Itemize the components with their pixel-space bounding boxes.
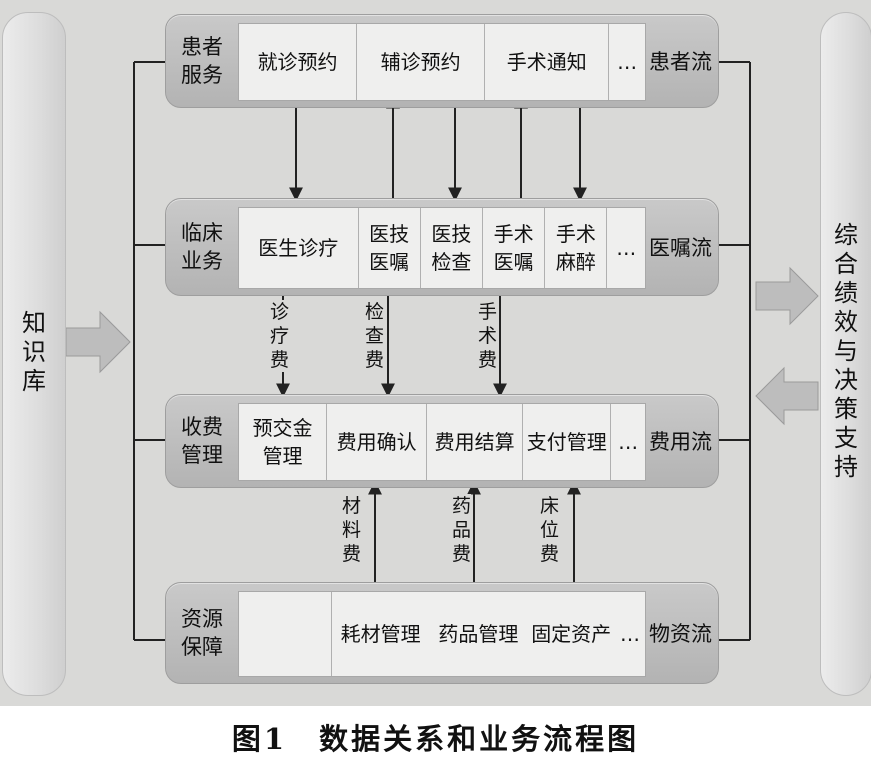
fee-label-diagnosis: 诊疗费 <box>270 300 290 372</box>
row-cells: 医生诊疗 医技医嘱 医技检查 手术医嘱 手术麻醉 … <box>238 207 646 289</box>
cell-payment-mgmt: 支付管理 <box>523 404 612 480</box>
row-patient-service: 患者 服务 就诊预约 辅诊预约 手术通知 … 患者流 <box>165 14 719 108</box>
fee-label-surgery: 手术费 <box>478 300 498 372</box>
row-label: 收费 管理 <box>181 415 223 467</box>
clinical-billing-arrows <box>276 294 507 398</box>
cell-drugs: 药品管理 <box>438 622 519 646</box>
knowledge-base-label: 知 识 库 <box>22 309 46 395</box>
cell-fee-settlement: 费用结算 <box>427 404 524 480</box>
from-decision-arrow <box>755 366 819 426</box>
figure-caption: 图1 数据关系和业务流程图 <box>231 722 640 756</box>
cell-surgery-anesthesia: 手术麻醉 <box>545 208 608 288</box>
flow-label-fee: 费用流 <box>649 430 712 454</box>
knowledge-base-arrow <box>65 310 131 374</box>
left-bracket-connector <box>133 61 165 641</box>
right-bracket-connector <box>717 61 751 641</box>
cell-ellipsis: … <box>616 236 637 260</box>
cell-ellipsis: … <box>618 430 639 454</box>
cell-prepayment: 预交金管理 <box>239 404 328 480</box>
cell-empty <box>239 592 332 676</box>
row-cells: 耗材管理 药品管理 固定资产 … <box>238 591 646 677</box>
connector-layer <box>65 61 819 641</box>
decision-support-panel: 综 合 绩 效 与 决 策 支 持 <box>820 12 871 696</box>
row-label: 资源 保障 <box>181 607 223 659</box>
flow-label-patient: 患者流 <box>649 50 712 74</box>
to-decision-arrow <box>755 266 819 326</box>
row-label: 患者 服务 <box>181 35 223 87</box>
cell-doctor-diagnosis: 医生诊疗 <box>239 208 359 288</box>
flow-label-material: 物资流 <box>649 622 712 646</box>
cell-fee-confirm: 费用确认 <box>327 404 428 480</box>
cell-ellipsis: … <box>617 50 638 74</box>
resource-billing-arrows <box>368 480 581 584</box>
decision-support-label: 综 合 绩 效 与 决 策 支 持 <box>834 221 858 481</box>
row-cells: 就诊预约 辅诊预约 手术通知 … <box>238 23 646 101</box>
fee-label-exam: 检查费 <box>365 300 385 372</box>
cell-surgery-order: 手术医嘱 <box>483 208 546 288</box>
fee-label-material: 材料费 <box>342 494 362 566</box>
cell-consumables: 耗材管理 <box>340 622 421 646</box>
row-cells: 预交金管理 费用确认 费用结算 支付管理 … <box>238 403 646 481</box>
row-resource: 资源 保障 耗材管理 药品管理 固定资产 … 物资流 <box>165 582 719 684</box>
cell-fixed-assets: 固定资产 <box>531 622 612 646</box>
fee-label-bed: 床位费 <box>540 494 560 566</box>
cell-tech-exam: 医技检查 <box>421 208 483 288</box>
diagram-canvas: 知 识 库 综 合 绩 效 与 决 策 支 持 患者 服务 就诊预约 辅诊预约 … <box>0 0 871 706</box>
cell-surgery-notice: 手术通知 <box>485 24 610 100</box>
cell-aux-appointment: 辅诊预约 <box>357 24 486 100</box>
row-clinical: 临床 业务 医生诊疗 医技医嘱 医技检查 手术医嘱 手术麻醉 … 医嘱流 <box>165 198 719 296</box>
fee-label-drug: 药品费 <box>452 494 472 566</box>
cell-tech-order: 医技医嘱 <box>359 208 421 288</box>
flow-label-order: 医嘱流 <box>649 236 712 260</box>
row-label: 临床 业务 <box>181 221 223 273</box>
cell-ellipsis: … <box>620 622 641 646</box>
cell-appointment: 就诊预约 <box>239 24 358 100</box>
knowledge-base-panel: 知 识 库 <box>2 12 66 696</box>
patient-clinical-arrows <box>289 94 587 202</box>
row-billing: 收费 管理 预交金管理 费用确认 费用结算 支付管理 … 费用流 <box>165 394 719 488</box>
